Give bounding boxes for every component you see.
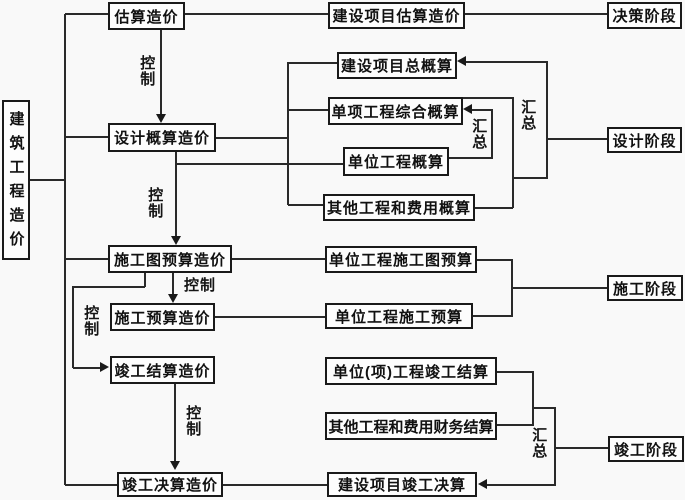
connector-design-budget-spine bbox=[216, 137, 288, 139]
node-unit-construction-budget: 单位工程施工预算 bbox=[325, 303, 473, 329]
collect-constr-top bbox=[477, 259, 513, 261]
connector-trunk bbox=[64, 14, 66, 485]
node-design-budget-cost: 设计概算造价 bbox=[108, 123, 216, 152]
label-summary-completion: 汇总 bbox=[530, 427, 548, 459]
label-control-2: 控制 bbox=[146, 187, 164, 219]
node-construction-stage: 施工阶段 bbox=[607, 275, 683, 301]
arrowhead-down-icon bbox=[170, 461, 180, 470]
collect-inner-vertical bbox=[491, 109, 493, 158]
label-summary-inner: 汇总 bbox=[470, 118, 488, 150]
node-unit-drawing-budget: 单位工程施工图预算 bbox=[325, 246, 477, 273]
connector-final-account-project-final bbox=[223, 484, 327, 486]
arrowhead-down-icon bbox=[156, 114, 166, 123]
node-design-stage: 设计阶段 bbox=[607, 127, 682, 153]
connector-branch-unit-budget bbox=[176, 163, 343, 165]
edge-control-5 bbox=[174, 384, 176, 463]
connector-construction-stage bbox=[512, 287, 607, 289]
connector-trunk-final-account bbox=[65, 484, 117, 486]
collect-mid-vertical bbox=[512, 97, 514, 208]
edge-control-4-arrowline bbox=[73, 367, 101, 369]
node-estimate-cost: 估算造价 bbox=[108, 2, 185, 30]
arrowhead-left-icon bbox=[457, 56, 466, 66]
edge-control-4-down bbox=[72, 286, 74, 368]
collect-compl-vertical bbox=[532, 371, 534, 425]
node-completion-stage: 竣工阶段 bbox=[608, 436, 684, 462]
arrowhead-left-icon bbox=[463, 104, 472, 114]
collect-compl-main bbox=[554, 407, 556, 485]
connector-design-spine bbox=[287, 62, 289, 205]
connector-estimate-project-estimate bbox=[185, 13, 328, 15]
collect-inner-bottom bbox=[449, 157, 493, 159]
collect-compl-top bbox=[497, 371, 534, 373]
connector-trunk-drawing-budget bbox=[65, 258, 108, 260]
edge-control-4-drop bbox=[144, 273, 146, 287]
connector-spine-single-budget bbox=[288, 109, 328, 111]
arrowhead-down-icon bbox=[168, 294, 178, 303]
collect-inner-arrowline bbox=[471, 109, 493, 111]
connector-root-trunk bbox=[30, 179, 65, 181]
node-project-final-account: 建设项目竣工决算 bbox=[327, 472, 477, 497]
node-final-account-cost: 竣工决算造价 bbox=[117, 472, 223, 497]
node-completion-settlement-cost: 竣工结算造价 bbox=[110, 356, 215, 384]
label-summary-outer: 汇总 bbox=[519, 99, 537, 131]
collect-compl-bottom bbox=[497, 424, 534, 426]
node-other-fee-budget: 其他工程和费用概算 bbox=[323, 194, 475, 221]
arrowhead-down-icon bbox=[171, 236, 181, 245]
connector-design-stage bbox=[547, 138, 608, 140]
label-control-3: 控制 bbox=[184, 277, 217, 294]
collect-mid-bottom bbox=[475, 207, 513, 209]
node-project-estimate: 建设项目估算造价 bbox=[328, 2, 465, 29]
node-other-fee-financial-settlement: 其他工程和费用财务结算 bbox=[325, 412, 497, 440]
collect-outer-branch bbox=[512, 177, 548, 179]
edge-control-4-across bbox=[73, 286, 145, 288]
arrowhead-left-icon bbox=[478, 479, 487, 489]
node-drawing-budget-cost: 施工图预算造价 bbox=[108, 245, 232, 273]
connector-constr-unit-constr bbox=[215, 316, 325, 318]
node-project-total-budget: 建设项目总概算 bbox=[337, 52, 457, 79]
label-control-5: 控制 bbox=[184, 405, 202, 437]
label-control-1: 控制 bbox=[138, 55, 156, 87]
edge-control-3 bbox=[172, 273, 174, 295]
connector-completion-stage bbox=[555, 447, 608, 449]
collect-constr-bottom bbox=[473, 315, 513, 317]
connector-trunk-estimate bbox=[65, 13, 108, 15]
node-construction-budget-cost: 施工预算造价 bbox=[110, 303, 215, 331]
node-unit-completion-settlement: 单位(项)工程竣工结算 bbox=[325, 357, 497, 385]
label-control-4: 控制 bbox=[82, 305, 100, 337]
collect-compl-branch bbox=[533, 407, 556, 409]
collect-outer-arrowline bbox=[465, 61, 548, 63]
arrowhead-right-icon bbox=[100, 362, 109, 372]
connector-trunk-design-budget bbox=[65, 136, 108, 138]
connector-spine-other-budget bbox=[288, 204, 323, 206]
connector-project-estimate-decision bbox=[465, 13, 607, 15]
node-root: 建筑工程造价 bbox=[2, 100, 30, 260]
node-decision-stage: 决策阶段 bbox=[607, 2, 682, 29]
connector-drawing-unit-drawing bbox=[232, 258, 325, 260]
collect-compl-arrowline bbox=[487, 484, 556, 486]
edge-control-2 bbox=[175, 152, 177, 237]
connector-spine-total-budget bbox=[288, 62, 337, 64]
collect-outer-vertical bbox=[546, 61, 548, 178]
collect-mid-top bbox=[462, 97, 513, 99]
edge-control-1 bbox=[160, 30, 162, 115]
node-unit-budget: 单位工程概算 bbox=[343, 147, 449, 176]
node-single-comprehensive-budget: 单项工程综合概算 bbox=[328, 97, 463, 125]
